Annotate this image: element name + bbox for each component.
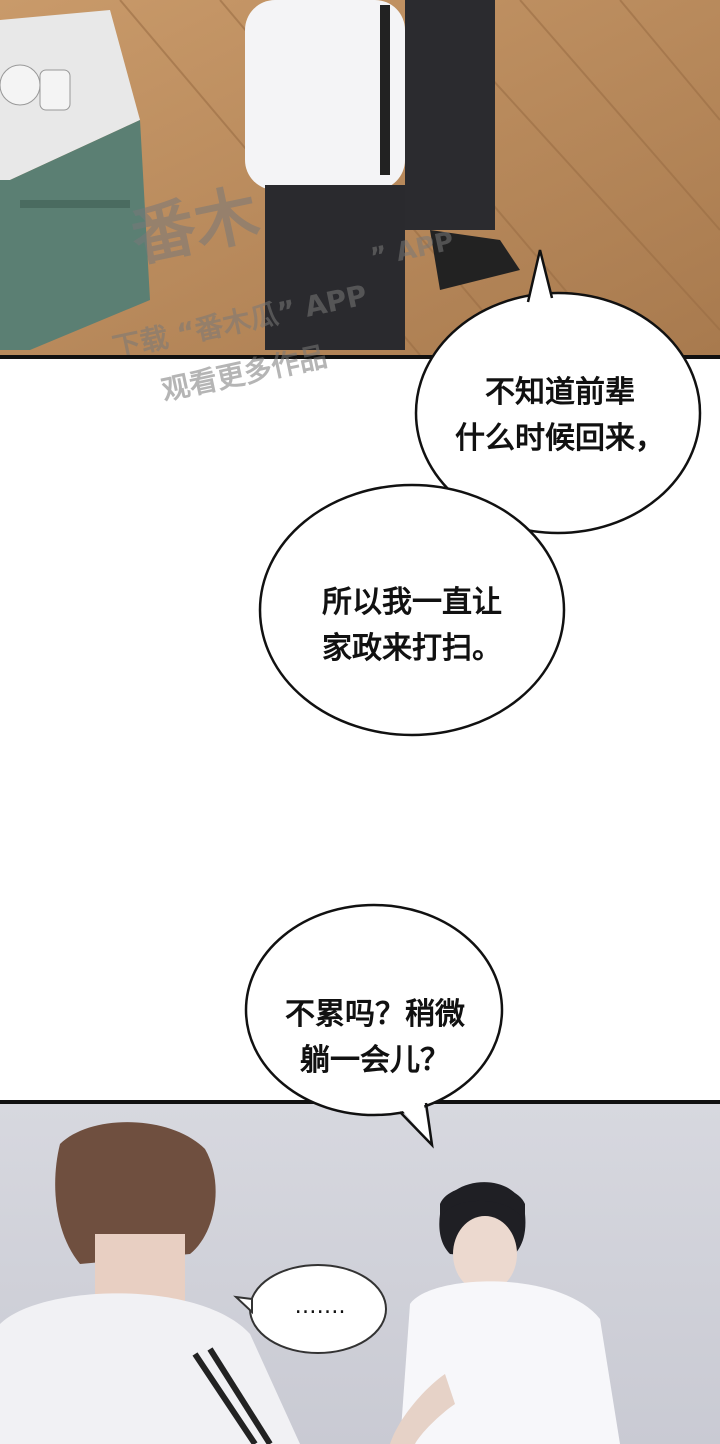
dialogue-2-line1: 所以我一直让 (322, 585, 502, 620)
kitchen-scene-illustration (0, 0, 720, 355)
dialogue-3: 不累吗？稍微 躺一会儿？ (250, 992, 500, 1084)
dialogue-1-line1: 不知道前辈 (485, 375, 635, 410)
top-comic-panel: 番木 ” APP 下载 “番木瓜” APP (0, 0, 720, 359)
bottom-comic-panel: ……. (0, 1100, 720, 1444)
dialogue-1-line2: 什么时候回来， (455, 421, 665, 456)
characters-illustration (0, 1122, 620, 1444)
dialogue-1: 不知道前辈 什么时候回来， (430, 370, 690, 462)
dialogue-3-line1: 不累吗？稍微 (285, 997, 465, 1032)
dialogue-2-line2: 家政来打扫。 (322, 631, 502, 666)
dialogue-4: ……. (294, 1294, 346, 1319)
dialogue-3-line2: 躺一会儿？ (300, 1043, 450, 1078)
small-bubble-layer (233, 1264, 387, 1354)
dialogue-2: 所以我一直让 家政来打扫。 (272, 580, 552, 672)
